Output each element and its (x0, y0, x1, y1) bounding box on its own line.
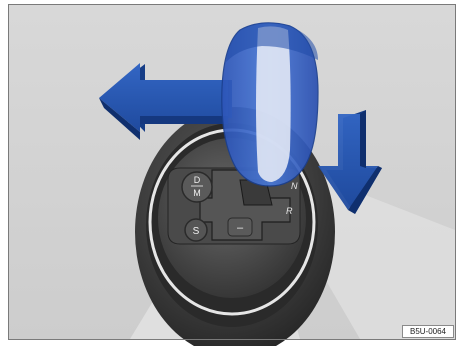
figure-code: B5U-0064 (402, 325, 454, 338)
figure-frame (8, 4, 456, 340)
